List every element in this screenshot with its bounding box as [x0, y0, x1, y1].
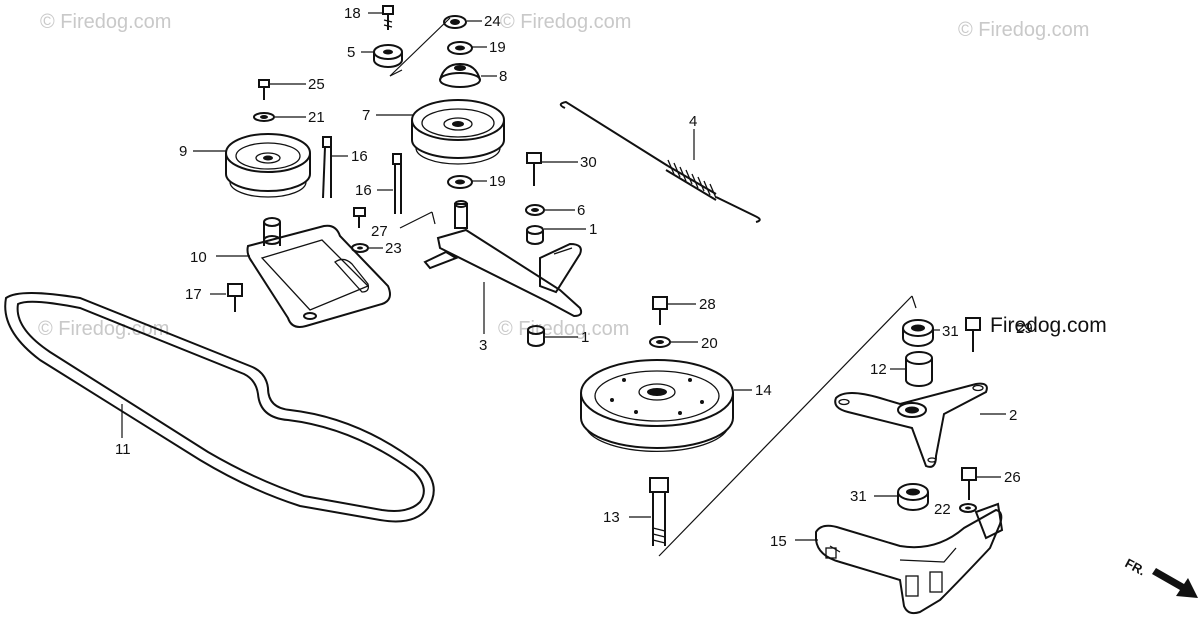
callout-12: 12 [870, 361, 887, 378]
callout-20: 20 [701, 335, 718, 352]
bolt-18 [382, 5, 394, 30]
front-direction-arrow: FR. [1123, 555, 1198, 598]
washer-22 [959, 503, 977, 513]
callout-3: 3 [479, 337, 487, 354]
bushing-1-top [526, 225, 544, 245]
nut-24 [443, 15, 467, 29]
callout-30: 30 [580, 154, 597, 171]
callout-28: 28 [699, 296, 716, 313]
cap-8 [439, 62, 481, 88]
callout-7: 7 [362, 107, 370, 124]
bolt-17 [227, 283, 243, 312]
callout-1-lower: 1 [581, 329, 589, 346]
callout-2: 2 [1009, 407, 1017, 424]
callout-5: 5 [347, 44, 355, 61]
callout-17: 17 [185, 286, 202, 303]
idler-bracket-10 [246, 217, 391, 328]
callout-23: 23 [385, 240, 402, 257]
bushing-1-lower [527, 325, 545, 347]
callout-31-lower: 31 [850, 488, 867, 505]
watermark-top-mid: © Firedog.com [500, 11, 631, 33]
watermark-mid-center: © Firedog.com [498, 318, 629, 340]
callout-16-left: 16 [351, 148, 368, 165]
callout-11: 11 [115, 441, 131, 458]
bushing-5 [373, 44, 403, 68]
callout-14: 14 [755, 382, 772, 399]
bolt-28 [652, 296, 668, 325]
tension-spring-4 [559, 100, 761, 223]
washer-19-top [447, 41, 473, 55]
washer-21 [253, 112, 275, 122]
watermark-mid-left: © Firedog.com [38, 318, 169, 340]
callout-15: 15 [770, 533, 787, 550]
callout-8: 8 [499, 68, 507, 85]
callout-27: 27 [371, 223, 388, 240]
callout-22: 22 [934, 501, 951, 518]
arrow-icon [1152, 568, 1198, 598]
callout-4: 4 [689, 113, 697, 130]
callout-21: 21 [308, 109, 325, 126]
watermark-top-left: © Firedog.com [40, 11, 171, 33]
bolt-25 [258, 79, 270, 100]
callout-19-lower: 19 [489, 173, 506, 190]
bearing-housing-2 [834, 382, 988, 468]
stud-bolt-13 [649, 477, 669, 546]
callout-25: 25 [308, 76, 325, 93]
washer-20 [649, 336, 671, 348]
callout-18: 18 [344, 5, 361, 22]
callout-26: 26 [1004, 469, 1021, 486]
shaft-16-left [322, 136, 332, 199]
belt-guard-15 [815, 502, 1004, 615]
washer-19-lower [447, 175, 473, 189]
bolt-29 [965, 317, 981, 352]
collar-6 [525, 204, 545, 216]
callout-13: 13 [603, 509, 620, 526]
drive-pulley-14 [580, 359, 734, 452]
callout-10: 10 [190, 249, 207, 266]
bearing-31-top [902, 319, 934, 347]
watermark-top-right: © Firedog.com [958, 19, 1089, 41]
watermark-right-overlay: Firedog.com [990, 314, 1107, 337]
idler-pulley-7 [411, 99, 505, 165]
callout-16-right: 16 [355, 182, 372, 199]
direction-label: FR. [1123, 555, 1149, 578]
callout-1-top: 1 [589, 221, 597, 238]
bolt-27 [353, 207, 366, 228]
callout-19-top: 19 [489, 39, 506, 56]
idler-pulley-9 [225, 133, 311, 198]
bolt-26 [961, 467, 977, 500]
spacer-12 [905, 351, 933, 387]
drive-belt-11 [4, 292, 435, 523]
bearing-31-lower [897, 483, 929, 511]
callout-31-top: 31 [942, 323, 959, 340]
callout-24: 24 [484, 13, 501, 30]
bolt-30 [526, 152, 542, 186]
callout-6: 6 [577, 202, 585, 219]
callout-29: 29 [1016, 320, 1033, 337]
shaft-16-right [392, 153, 402, 214]
idler-arm-3 [423, 200, 583, 318]
callout-9: 9 [179, 143, 187, 160]
